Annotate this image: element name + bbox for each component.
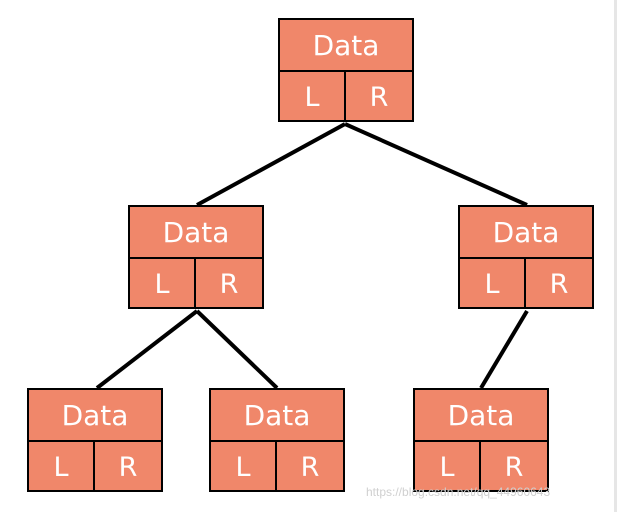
edge-right-to-rightleft <box>479 309 529 390</box>
image-edge-strip <box>614 0 617 512</box>
edge-left-to-leftright <box>195 309 279 390</box>
node-left-pointer: L <box>280 72 346 122</box>
node-left-pointer: L <box>130 259 196 309</box>
tree-node-right: Data L R <box>458 205 594 309</box>
node-left-pointer: L <box>211 442 277 492</box>
edge-root-to-left <box>196 122 346 207</box>
node-right-pointer: R <box>118 451 138 483</box>
tree-node-root: Data L R <box>278 18 414 122</box>
tree-node-left: Data L R <box>128 205 264 309</box>
node-data-field: Data <box>29 390 161 442</box>
watermark-text: https://blog.csdn.net/qq_44960643 <box>366 485 551 499</box>
node-data-field: Data <box>130 207 262 259</box>
node-data-field: Data <box>460 207 592 259</box>
edge-root-to-right <box>344 122 528 207</box>
tree-node-left-left: Data L R <box>27 388 163 492</box>
node-right-pointer: R <box>549 268 569 300</box>
node-right-pointer: R <box>219 268 239 300</box>
node-right-pointer: R <box>504 451 524 483</box>
node-right-pointer: R <box>369 81 389 113</box>
node-left-pointer: L <box>29 442 95 492</box>
node-data-field: Data <box>415 390 547 442</box>
node-data-field: Data <box>211 390 343 442</box>
edge-left-to-leftleft <box>95 309 199 390</box>
node-left-pointer: L <box>415 442 481 492</box>
node-data-field: Data <box>280 20 412 72</box>
tree-node-left-right: Data L R <box>209 388 345 492</box>
node-left-pointer: L <box>460 259 526 309</box>
node-right-pointer: R <box>300 451 320 483</box>
tree-node-right-left: Data L R <box>413 388 549 492</box>
